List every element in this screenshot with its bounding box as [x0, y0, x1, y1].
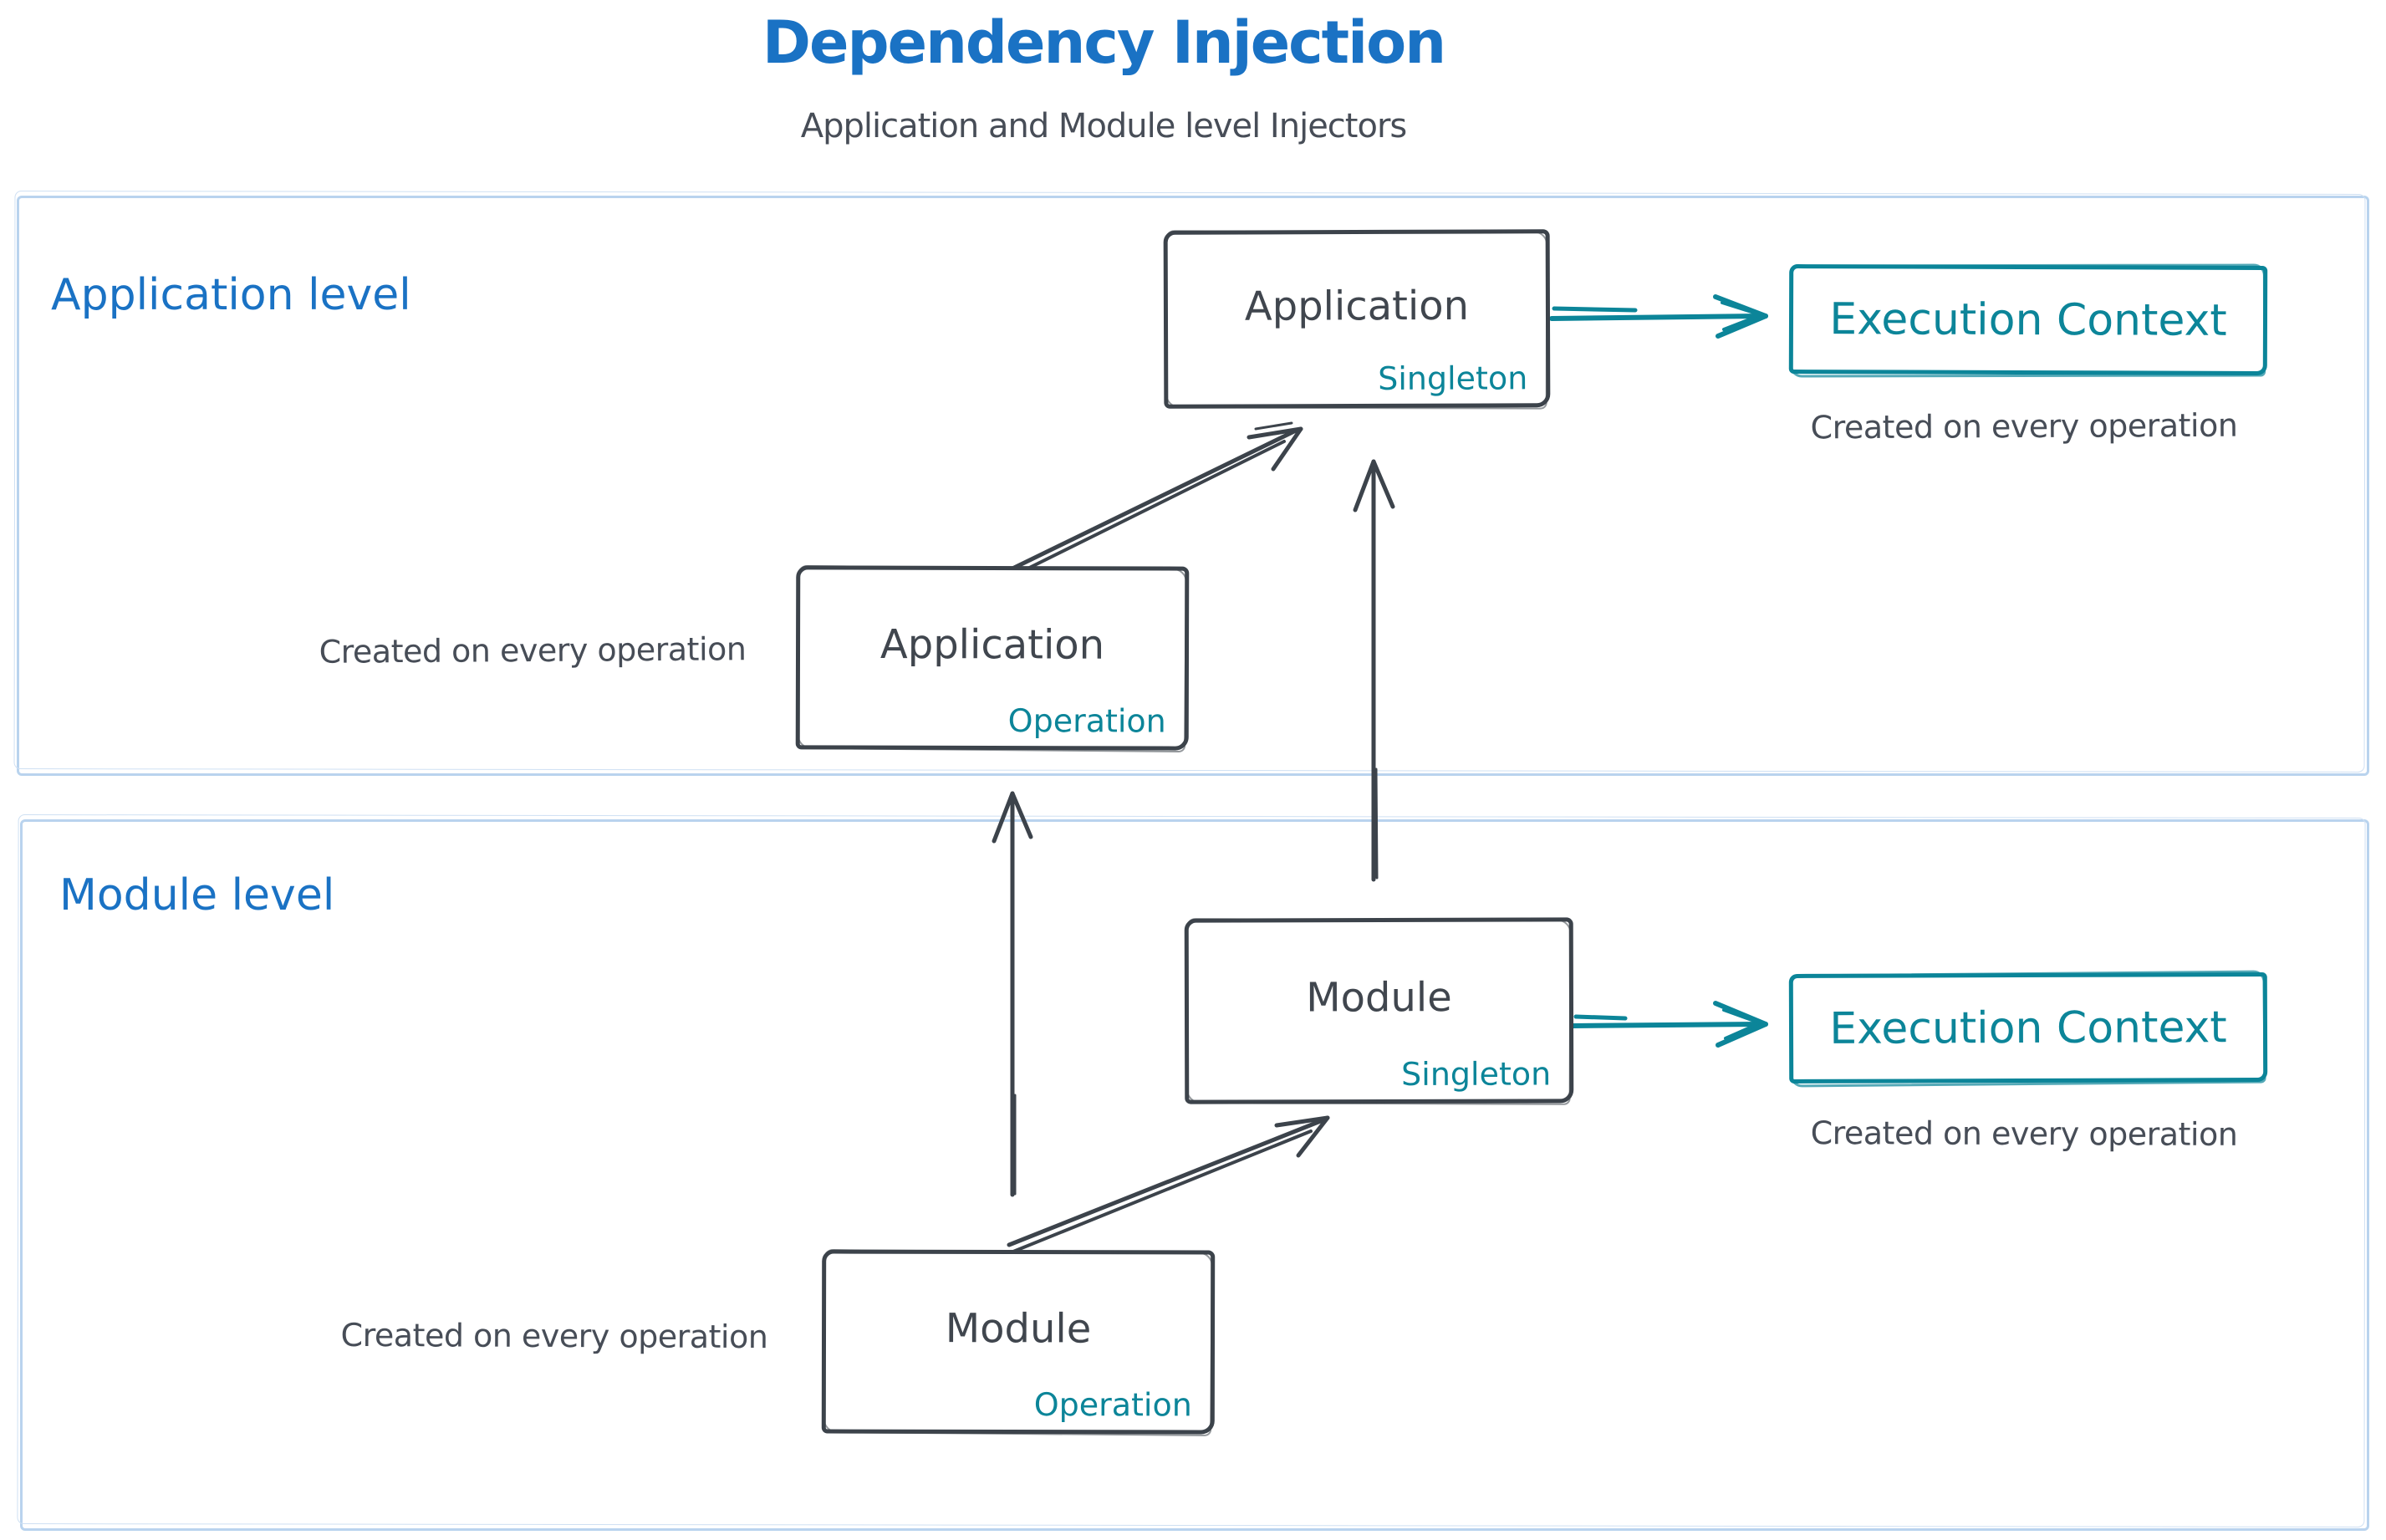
- application-singleton-box: Application Singleton: [1163, 229, 1551, 409]
- module-singleton-box: Module Singleton: [1184, 917, 1574, 1104]
- application-operation-box: Application Operation: [795, 565, 1190, 751]
- module-singleton-name: Module: [1306, 974, 1452, 1022]
- module-operation-name: Module: [945, 1305, 1092, 1353]
- module-level-container: Module level: [20, 819, 2369, 1531]
- diagram-subtitle: Application and Module level Injectors: [800, 107, 1407, 145]
- application-operation-note: Created on every operation: [319, 630, 747, 671]
- module-operation-note: Created on every operation: [340, 1316, 768, 1356]
- application-operation-name: Application: [879, 620, 1105, 669]
- diagram-title: Dependency Injection: [762, 8, 1446, 77]
- module-execution-context-box: Execution Context: [1788, 972, 2268, 1084]
- module-operation-scope: Operation: [1033, 1386, 1192, 1424]
- application-level-container: Application level: [17, 196, 2369, 776]
- module-operation-box: Module Operation: [821, 1249, 1216, 1435]
- module-execution-context-note: Created on every operation: [1810, 1114, 2238, 1153]
- application-execution-context-note: Created on every operation: [1810, 406, 2238, 446]
- application-singleton-scope: Singleton: [1378, 360, 1528, 397]
- module-execution-context-label: Execution Context: [1829, 1002, 2227, 1054]
- application-execution-context-box: Execution Context: [1788, 264, 2268, 375]
- application-level-label: Application level: [51, 270, 411, 320]
- application-operation-scope: Operation: [1007, 702, 1166, 740]
- module-level-label: Module level: [59, 870, 335, 920]
- application-execution-context-label: Execution Context: [1829, 293, 2227, 346]
- application-singleton-name: Application: [1244, 282, 1470, 330]
- module-singleton-scope: Singleton: [1401, 1055, 1552, 1093]
